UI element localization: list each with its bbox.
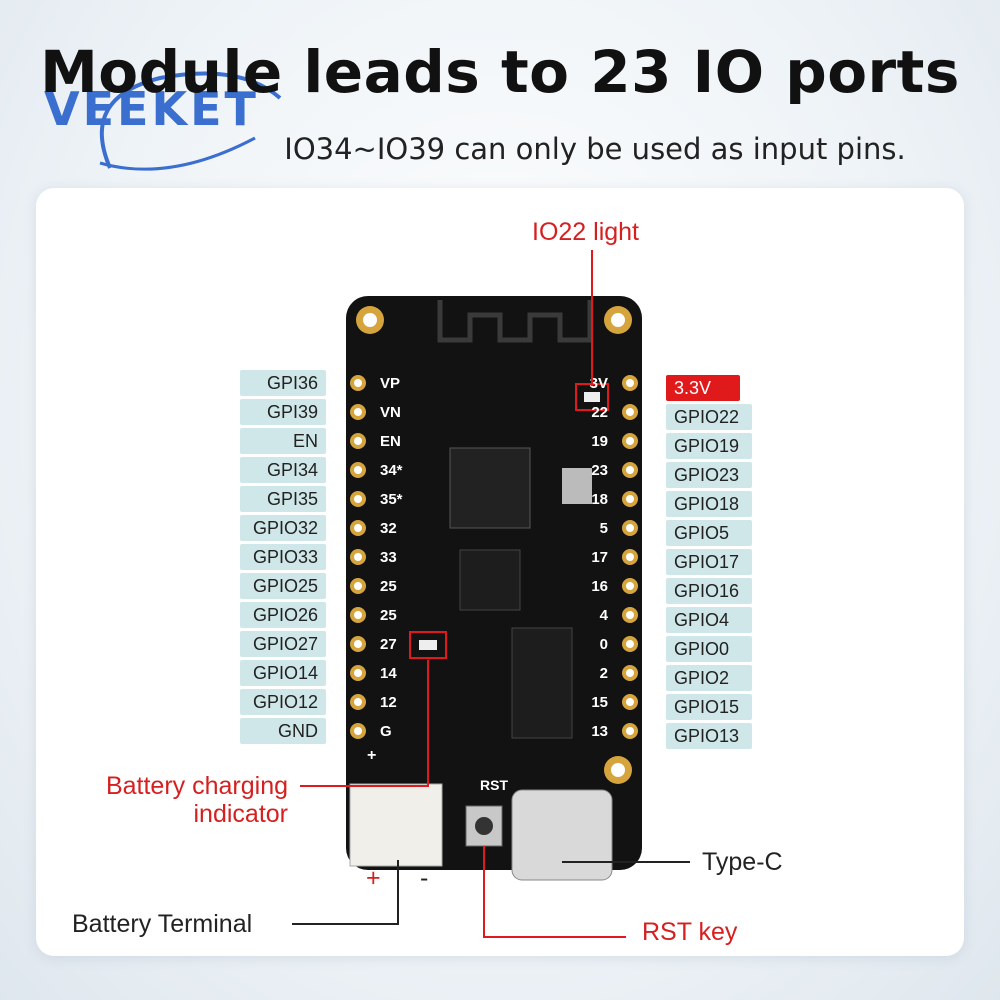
silkscreen-label: VN xyxy=(380,404,401,421)
battery-leader xyxy=(292,860,399,925)
battery-charging-label-line1: Battery charging xyxy=(105,772,288,800)
charge-led-box xyxy=(409,631,447,659)
silkscreen-label: 19 xyxy=(591,433,608,450)
right-pin-label: GPIO17 xyxy=(666,549,752,575)
rst-leader xyxy=(483,846,626,938)
silkscreen-label: 34* xyxy=(380,462,403,479)
regulator-chip xyxy=(459,549,521,611)
left-pin-label: GPIO25 xyxy=(240,573,326,599)
right-pin-label: GPIO5 xyxy=(666,520,752,546)
silkscreen-label: 5 xyxy=(600,520,608,537)
page-subtitle: IO34~IO39 can only be used as input pins… xyxy=(284,132,906,166)
left-pin-label: GPI35 xyxy=(240,486,326,512)
silkscreen-label: G xyxy=(380,723,392,740)
silkscreen-label: 14 xyxy=(380,665,397,682)
silkscreen-label: 13 xyxy=(591,723,608,740)
silkscreen-label: 16 xyxy=(591,578,608,595)
main-chip xyxy=(449,447,531,529)
brand-logo-text: VEEKET xyxy=(44,82,259,136)
right-pin-label: GPIO2 xyxy=(666,665,752,691)
silkscreen-label: 15 xyxy=(591,694,608,711)
right-pin-label: GPIO19 xyxy=(666,433,752,459)
right-pin-label: GPIO22 xyxy=(666,404,752,430)
left-pin-label: GPI36 xyxy=(240,370,326,396)
silkscreen-label: 35* xyxy=(380,491,403,508)
right-pin-label: GPIO23 xyxy=(666,462,752,488)
power-pin-label: 3.3V xyxy=(666,375,740,401)
silkscreen-label: 17 xyxy=(591,549,608,566)
type-c-port xyxy=(511,789,613,881)
page-title: Module leads to 23 IO ports xyxy=(40,38,960,106)
battery-plus-label: + xyxy=(366,864,381,892)
charge-leader xyxy=(300,660,429,787)
battery-terminal-label: Battery Terminal xyxy=(72,910,253,938)
silkscreen-label: 27 xyxy=(380,636,397,653)
left-pin-label: GPIO14 xyxy=(240,660,326,686)
usb-uart-chip xyxy=(511,627,573,739)
right-pin-label: GPIO18 xyxy=(666,491,752,517)
silkscreen-label: 33 xyxy=(380,549,397,566)
left-pin-label: GPIO32 xyxy=(240,515,326,541)
left-pin-label: GPIO33 xyxy=(240,544,326,570)
left-pin-label: GPIO12 xyxy=(240,689,326,715)
logo-swoosh-icon xyxy=(99,71,282,171)
silkscreen-label: 4 xyxy=(600,607,609,624)
silk-plus: + xyxy=(367,747,376,764)
left-pin-label: GPI39 xyxy=(240,399,326,425)
silkscreen-label: 32 xyxy=(380,520,397,537)
silkscreen-label: 0 xyxy=(600,636,608,653)
left-pin-holes xyxy=(350,375,366,739)
silkscreen-label: EN xyxy=(380,433,401,450)
silkscreen-label: 23 xyxy=(591,462,608,479)
silk-rst: RST xyxy=(480,777,508,793)
crystal xyxy=(562,468,592,504)
silkscreen-label: 3V xyxy=(590,375,608,392)
battery-minus-label: - xyxy=(420,864,429,892)
left-pin-label: GPIO27 xyxy=(240,631,326,657)
right-pin-label: GPIO15 xyxy=(666,694,752,720)
io22-light-label: IO22 light xyxy=(532,218,640,246)
left-pin-label: GND xyxy=(240,718,326,744)
rst-key-label: RST key xyxy=(642,918,738,946)
brand-logo xyxy=(40,38,300,178)
left-pin-label: GPIO26 xyxy=(240,602,326,628)
silkscreen-label: 22 xyxy=(591,404,608,421)
silkscreen-label: 25 xyxy=(380,607,397,624)
right-pin-label: GPIO0 xyxy=(666,636,752,662)
type-c-label: Type-C xyxy=(702,848,783,876)
left-pin-label: GPI34 xyxy=(240,457,326,483)
silkscreen-label: 12 xyxy=(380,694,397,711)
battery-connector xyxy=(349,783,443,867)
silkscreen-label: 2 xyxy=(600,665,608,682)
right-pin-label: GPIO13 xyxy=(666,723,752,749)
right-pin-holes xyxy=(622,375,638,739)
silkscreen-label: VP xyxy=(380,375,400,392)
left-pin-label: EN xyxy=(240,428,326,454)
right-pin-label: GPIO4 xyxy=(666,607,752,633)
right-pin-label: GPIO16 xyxy=(666,578,752,604)
battery-charging-label-line2: indicator xyxy=(193,800,289,828)
silkscreen-label: 25 xyxy=(380,578,397,595)
silkscreen-label: 18 xyxy=(591,491,608,508)
antenna-trace xyxy=(437,300,593,343)
